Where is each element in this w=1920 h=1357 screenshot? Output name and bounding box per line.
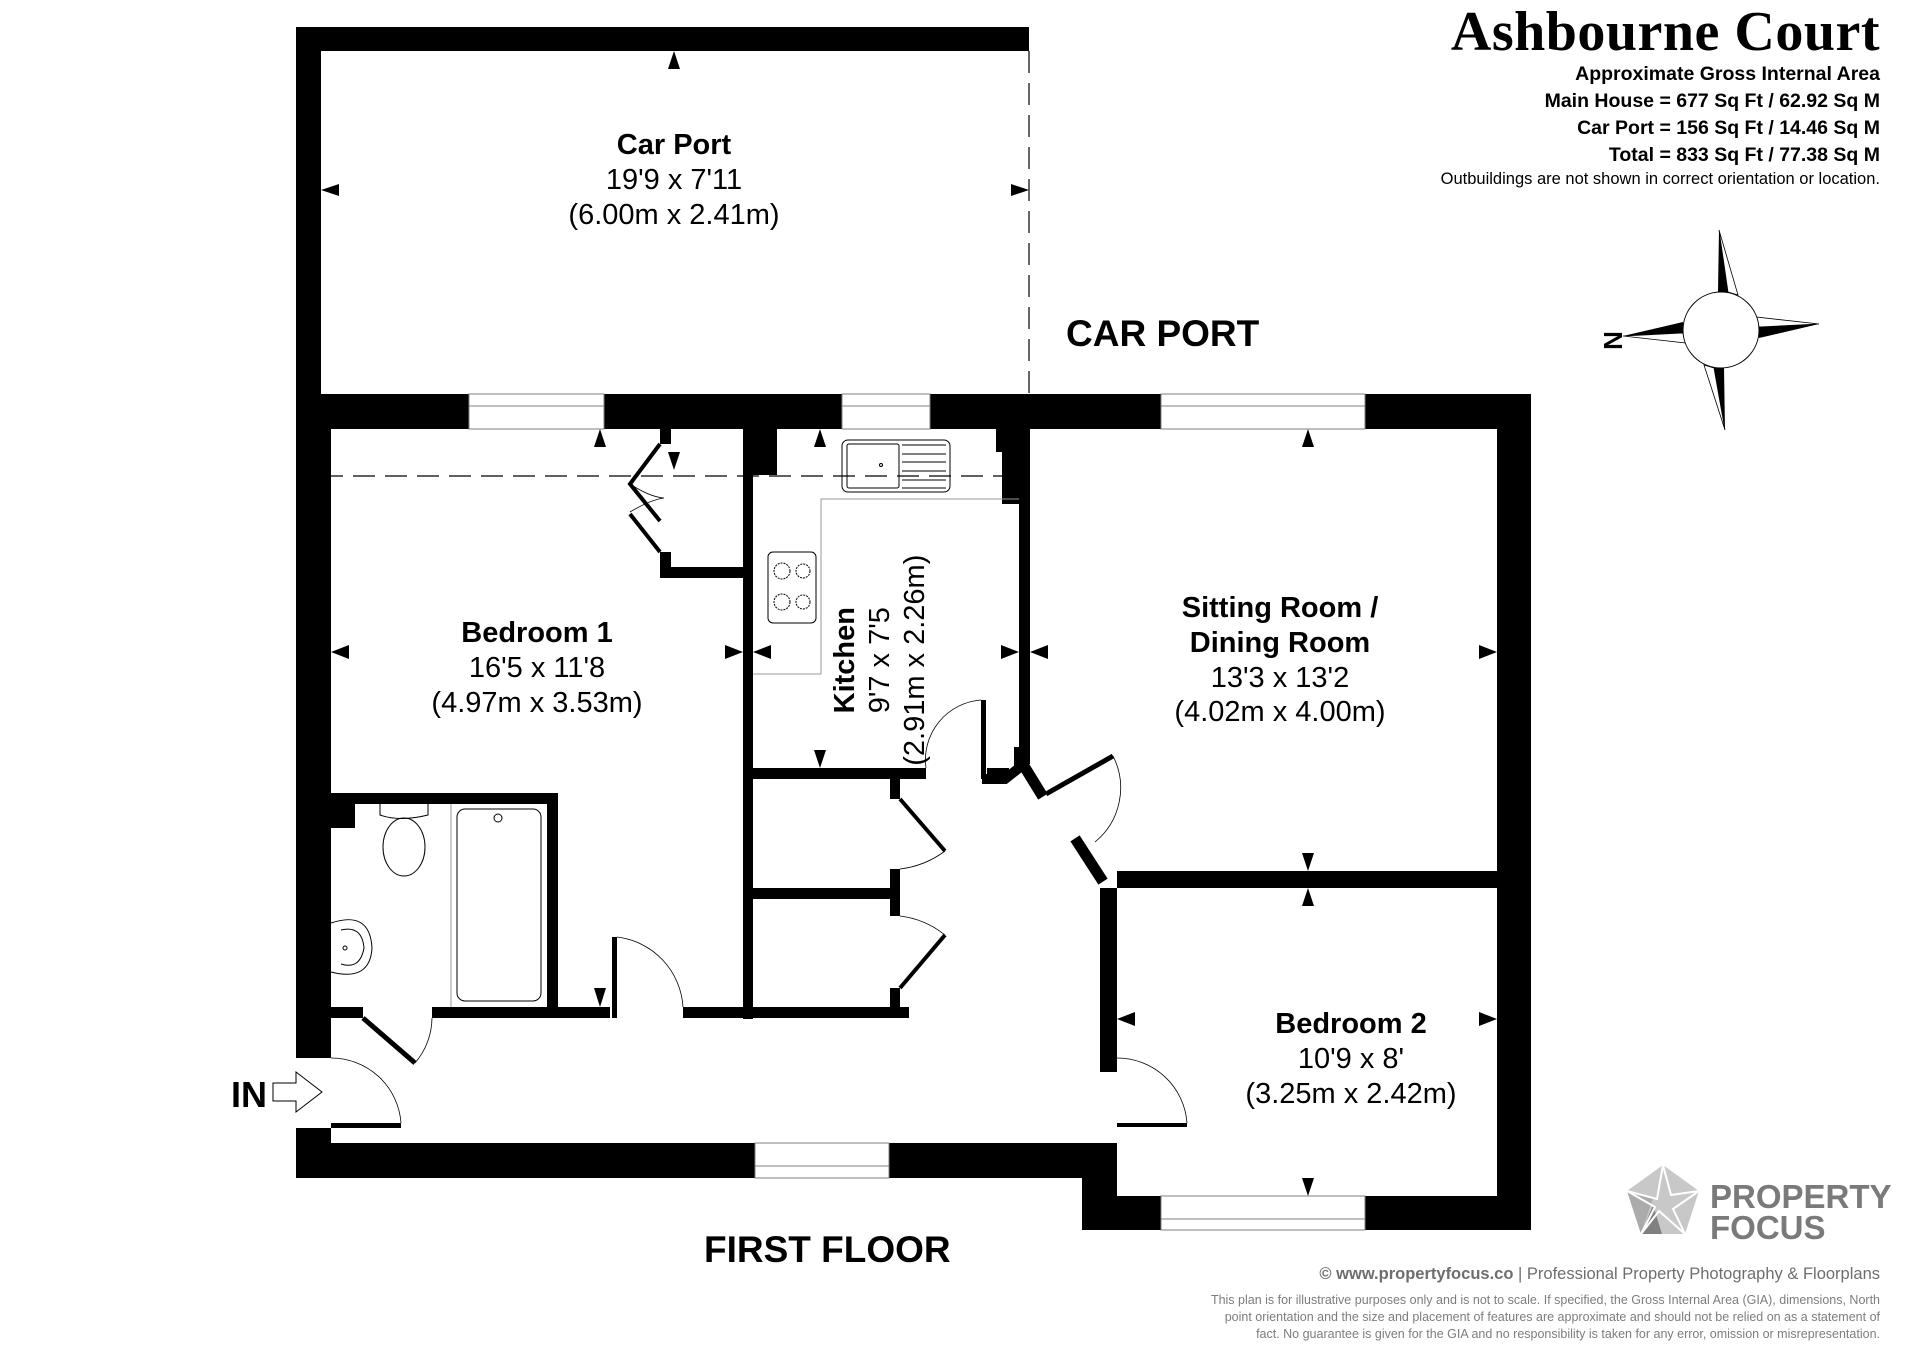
room-car-port: Car Port 19'9 x 7'11 (6.00m x 2.41m) — [474, 128, 874, 232]
car-port-section-label: CAR PORT — [1066, 313, 1260, 354]
room-metric: (3.25m x 2.42m) — [1245, 1077, 1457, 1110]
room-imperial: 9'7 x 7'5 — [863, 607, 896, 714]
website-link[interactable]: © www.propertyfocus.co — [1319, 1265, 1514, 1283]
doors — [330, 442, 1188, 1124]
room-bedroom-2: Bedroom 2 10'9 x 8' (3.25m x 2.42m) — [1151, 1007, 1551, 1111]
room-name-line1: Sitting Room / — [1181, 592, 1379, 624]
main-house-walls — [296, 394, 1531, 1230]
area-heading: Approximate Gross Internal Area — [1575, 63, 1880, 85]
room-metric: (4.02m x 4.00m) — [1174, 696, 1386, 729]
room-metric: (2.91m x 2.26m) — [898, 554, 931, 766]
area-car-port: Car Port = 156 Sq Ft / 14.46 Sq M — [1577, 117, 1880, 139]
disclaimer-line: This plan is for illustrative purposes o… — [1210, 1293, 1880, 1307]
dimension-arrows — [331, 429, 1497, 1196]
room-name: Car Port — [616, 129, 732, 161]
area-main-house: Main House = 677 Sq Ft / 62.92 Sq M — [1544, 90, 1880, 112]
room-name-line2: Dining Room — [1189, 626, 1371, 659]
room-name: Kitchen — [828, 607, 861, 714]
property-focus-logo-icon — [1626, 1164, 1700, 1235]
north-label: N — [1597, 331, 1628, 350]
entrance-label: IN — [231, 1074, 267, 1115]
room-imperial: 16'5 x 11'8 — [468, 651, 606, 684]
logo-wordmark: PROPERTY FOCUS — [1710, 1178, 1892, 1246]
first-floor-label: FIRST FLOOR — [704, 1229, 951, 1270]
area-total: Total = 833 Sq Ft / 77.38 Sq M — [1608, 144, 1880, 166]
internal-walls — [331, 429, 1497, 1128]
property-title: Ashbourne Court — [1450, 1, 1880, 63]
logo-line-2: FOCUS — [1710, 1209, 1826, 1246]
room-name: Bedroom 1 — [461, 617, 613, 649]
windows — [468, 393, 1366, 1231]
room-bedroom-1: Bedroom 1 16'5 x 11'8 (4.97m x 3.53m) — [337, 616, 737, 720]
entrance-arrow-icon — [272, 1070, 323, 1114]
tagline: | Professional Property Photography & Fl… — [1518, 1265, 1880, 1283]
room-imperial: 19'9 x 7'11 — [605, 163, 743, 196]
room-name: Bedroom 2 — [1275, 1008, 1427, 1040]
disclaimer-line: point orientation and the size and place… — [1224, 1310, 1880, 1324]
kitchen-fixtures — [753, 439, 1019, 675]
outbuildings-note: Outbuildings are not shown in correct or… — [1440, 170, 1880, 188]
north-arrow-compass-icon — [1622, 229, 1820, 431]
logo-line-1: PROPERTY — [1710, 1178, 1892, 1215]
room-metric: (6.00m x 2.41m) — [568, 198, 780, 231]
footer-credit: © www.propertyfocus.co | Professional Pr… — [1319, 1265, 1880, 1284]
bathroom-fixtures — [330, 804, 542, 1007]
disclaimer-line: fact. No guarantee is given for the GIA … — [1256, 1327, 1880, 1341]
angled-walls — [982, 747, 1108, 885]
room-imperial: 10'9 x 8' — [1297, 1042, 1405, 1075]
room-imperial: 13'3 x 13'2 — [1210, 661, 1350, 694]
room-sitting-dining-room: Sitting Room / Dining Room 13'3 x 13'2 (… — [1080, 591, 1480, 730]
car-port-outline — [296, 27, 1030, 504]
disclaimer: This plan is for illustrative purposes o… — [1211, 1292, 1880, 1343]
room-metric: (4.97m x 3.53m) — [431, 686, 643, 719]
